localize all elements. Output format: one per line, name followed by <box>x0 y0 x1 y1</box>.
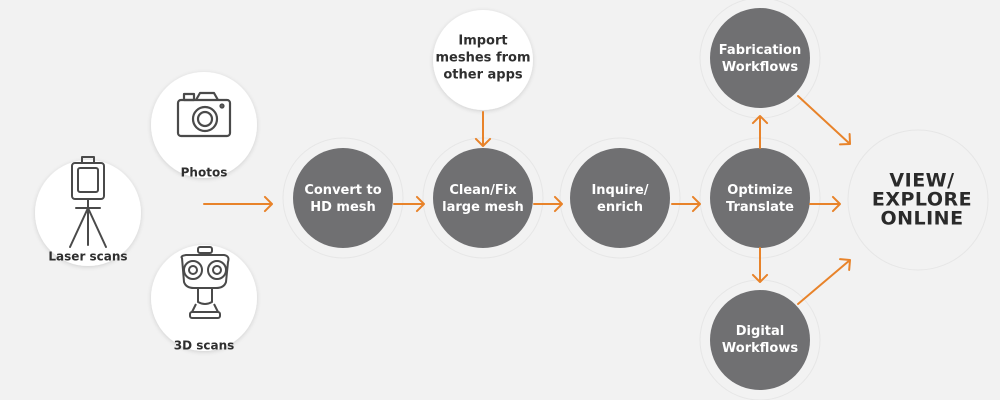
convert-step-label: Convert to HD mesh <box>304 182 381 216</box>
digital-label: Digital Workflows <box>722 323 798 357</box>
import-circle <box>433 10 533 110</box>
target-line-2: EXPLORE <box>871 188 973 211</box>
clean-step-circle <box>433 148 533 248</box>
optimize-step-label: Optimize Translate <box>726 182 794 216</box>
inquire-step-circle <box>570 148 670 248</box>
fabrication-line-1: Fabrication <box>718 43 802 58</box>
laser-scans-label: Laser scans <box>48 249 128 264</box>
handheld-3d-scanner-icon <box>180 246 230 319</box>
3d-scans-circle <box>151 245 257 351</box>
target-line-1: VIEW/ <box>889 169 955 192</box>
clean-step-label: Clean/Fix large mesh <box>442 182 524 216</box>
arrow-import-to-clean <box>474 111 492 147</box>
import-line-2: meshes from <box>435 50 531 66</box>
photos-label: Photos <box>180 165 228 180</box>
inquire-step-label: Inquire/ enrich <box>591 182 648 216</box>
import-line-3: other apps <box>443 67 523 83</box>
inquire-line-1: Inquire/ <box>591 183 649 198</box>
import-line-1: Import <box>458 33 508 49</box>
arrow-clean-to-inquire <box>533 195 563 213</box>
arrow-optimize-to-fabrication <box>751 115 769 149</box>
arrow-inquire-to-optimize <box>671 195 701 213</box>
flow-arrows <box>203 95 851 305</box>
arrow-optimize-to-target <box>809 195 841 213</box>
arrow-digital-to-target <box>797 258 851 305</box>
digital-line-1: Digital <box>735 324 785 339</box>
import-label: Import meshes from other apps <box>436 33 531 84</box>
clean-line-2: large mesh <box>442 200 524 215</box>
arrow-sources-to-convert <box>203 195 273 213</box>
fabrication-line-2: Workflows <box>721 60 799 75</box>
optimize-line-1: Optimize <box>727 183 793 198</box>
arrow-fabrication-to-target <box>797 95 851 146</box>
camera-icon <box>176 91 232 138</box>
convert-line-1: Convert to <box>304 183 382 198</box>
digital-circle <box>710 290 810 390</box>
3d-scans-label: 3D scans <box>173 338 235 353</box>
arrow-convert-to-clean <box>393 195 425 213</box>
laser-scanner-icon <box>69 156 107 248</box>
clean-line-1: Clean/Fix <box>449 183 517 198</box>
convert-line-2: HD mesh <box>310 200 376 215</box>
optimize-line-2: Translate <box>726 200 794 215</box>
view-explore-online-label: VIEW/ EXPLORE ONLINE <box>871 169 973 230</box>
digital-line-2: Workflows <box>721 341 799 356</box>
convert-step-circle <box>293 148 393 248</box>
arrow-optimize-to-digital <box>751 247 769 283</box>
fabrication-label: Fabrication Workflows <box>719 42 801 76</box>
fabrication-circle <box>710 8 810 108</box>
optimize-step-circle <box>710 148 810 248</box>
target-line-3: ONLINE <box>880 207 964 230</box>
inquire-line-2: enrich <box>597 200 643 215</box>
